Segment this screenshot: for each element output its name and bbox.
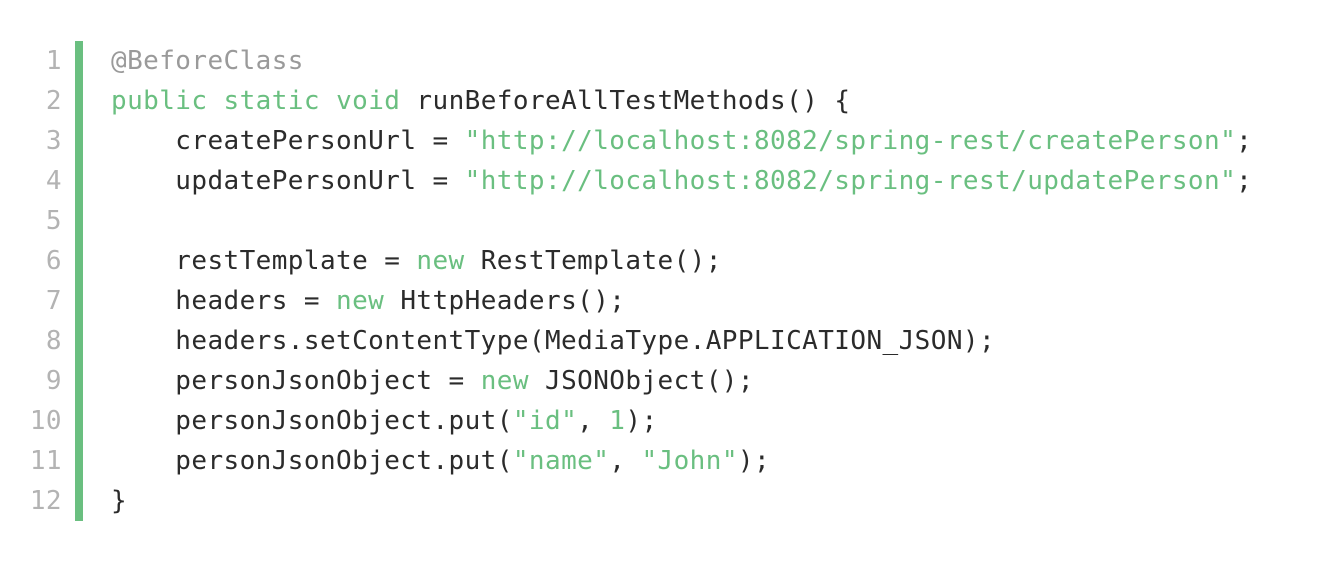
line-number: 10 [29,406,62,436]
code-line: 10 personJsonObject.put("id", 1); [0,401,1344,441]
code-token-plain: ; [1236,126,1253,156]
code-token-plain: personJsonObject.put( [111,446,513,476]
code-token-keyword: public [111,86,208,116]
code-line: 9 personJsonObject = new JSONObject(); [0,361,1344,401]
code-token-plain: headers.setContentType(MediaType.APPLICA… [111,326,996,356]
code-token-plain: , [577,406,610,436]
line-number: 6 [45,246,62,276]
code-token-string: "http://localhost:8082/spring-rest/creat… [464,126,1237,156]
code-text: headers.setContentType(MediaType.APPLICA… [111,321,995,361]
code-token-string: "id" [512,406,578,436]
line-number: 9 [45,366,62,396]
code-token-plain: ); [737,446,771,476]
code-text: public static void runBeforeAllTestMetho… [111,81,850,121]
code-token-string: "http://localhost:8082/spring-rest/updat… [464,166,1237,196]
code-text: personJsonObject.put("name", "John"); [111,441,770,481]
code-line: 6 restTemplate = new RestTemplate(); [0,241,1344,281]
code-text: updatePersonUrl = "http://localhost:8082… [111,161,1252,201]
code-token-plain: ); [625,406,658,436]
line-number: 8 [45,326,62,356]
code-token-plain [320,86,336,116]
code-accent-bar [75,41,83,521]
code-token-plain: runBeforeAllTestMethods() { [400,86,851,116]
code-line: 5 [0,201,1344,241]
code-token-string: "name" [512,446,610,476]
line-number: 7 [45,286,62,316]
code-text: restTemplate = new RestTemplate(); [111,241,722,281]
code-token-plain: } [111,486,128,516]
code-token-keyword: static [223,86,320,116]
code-token-plain: HttpHeaders(); [384,286,626,316]
code-token-plain [207,86,223,116]
line-number: 3 [45,126,62,156]
code-text: personJsonObject.put("id", 1); [111,401,658,441]
line-number: 5 [45,206,62,236]
code-text: createPersonUrl = "http://localhost:8082… [111,121,1252,161]
code-token-plain: updatePersonUrl = [111,166,465,196]
code-token-plain: restTemplate = [111,246,417,276]
code-token-plain: headers = [111,286,337,316]
code-line: 4 updatePersonUrl = "http://localhost:80… [0,161,1344,201]
code-text: @BeforeClass [111,41,304,81]
code-token-plain: , [609,446,642,476]
line-number: 2 [45,86,62,116]
code-text: personJsonObject = new JSONObject(); [111,361,754,401]
code-token-plain: JSONObject(); [528,366,754,396]
code-lines: 1 @BeforeClass 2 public static void runBefo… [0,41,1344,521]
code-token-plain: createPersonUrl = [111,126,465,156]
line-number: 11 [29,446,62,476]
code-text: } [111,481,127,521]
code-token-string: "John" [641,446,738,476]
code-token-plain: RestTemplate(); [464,246,722,276]
code-token-keyword: new [336,286,385,316]
line-number: 1 [45,46,62,76]
code-line: 12} [0,481,1344,521]
code-line: 1 @BeforeClass [0,41,1344,81]
code-text: headers = new HttpHeaders(); [111,281,625,321]
line-number: 4 [45,166,62,196]
code-line: 8 headers.setContentType(MediaType.APPLI… [0,321,1344,361]
code-token-keyword: new [416,246,465,276]
code-line: 7 headers = new HttpHeaders(); [0,281,1344,321]
code-block: 1 @BeforeClass 2 public static void runBefo… [0,41,1344,521]
code-line: 3 createPersonUrl = "http://localhost:80… [0,121,1344,161]
code-token-plain: personJsonObject = [111,366,481,396]
code-token-keyword: void [336,86,401,116]
code-line: 11 personJsonObject.put("name", "John"); [0,441,1344,481]
code-token-number: 1 [609,406,626,436]
code-token-keyword: new [480,366,529,396]
code-line: 2 public static void runBeforeAllTestMeth… [0,81,1344,121]
line-number: 12 [29,486,62,516]
code-token-annotation: @BeforeClass [111,46,304,76]
code-token-plain: ; [1236,166,1253,196]
code-token-plain: personJsonObject.put( [111,406,513,436]
